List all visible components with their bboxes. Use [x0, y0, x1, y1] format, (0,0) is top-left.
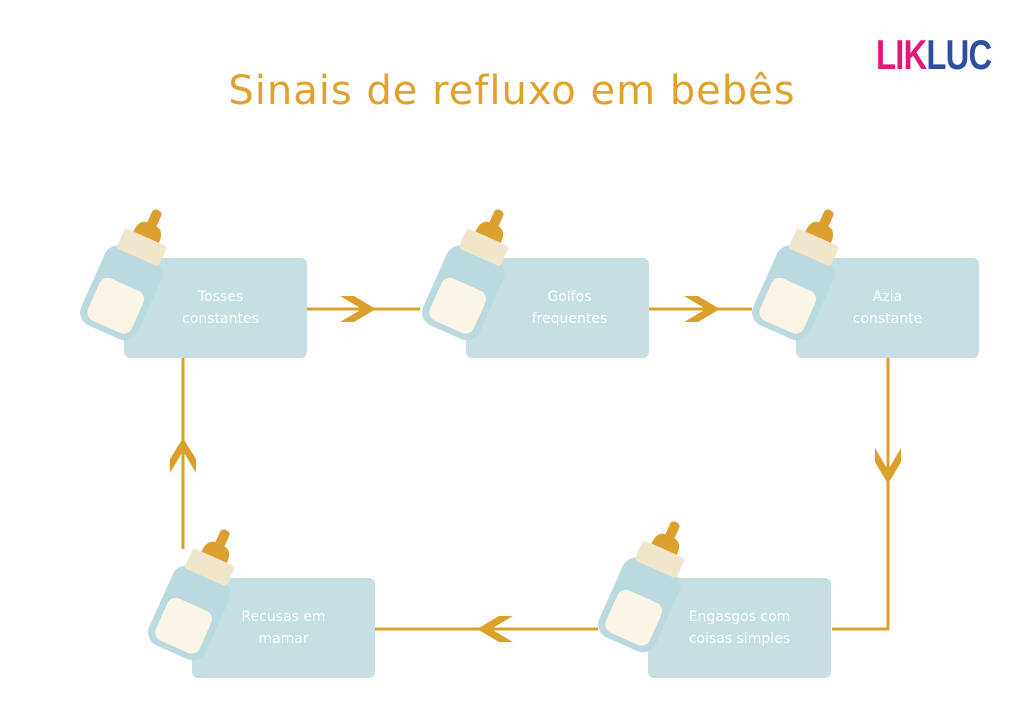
step-label: Azia constante: [853, 286, 922, 330]
step-label: Engasgos com coisas simples: [689, 606, 791, 650]
arrow-right-icon: [340, 296, 376, 322]
step-label-line: constantes: [182, 311, 259, 327]
baby-bottle-icon: [148, 529, 235, 661]
baby-bottle-icon: [80, 209, 167, 341]
baby-bottle-icon: [752, 209, 839, 341]
step-box-azia: Azia constante: [796, 258, 979, 358]
arrow-up-icon: [170, 438, 196, 473]
page-title: Sinais de refluxo em bebês: [228, 68, 796, 114]
connector-3-4: [832, 358, 890, 631]
step-label: Tosses constantes: [172, 286, 259, 330]
step-label-line: frequentes: [531, 311, 608, 327]
step-box-tosses: Tosses constantes: [124, 258, 307, 358]
baby-bottle-icon: [598, 521, 685, 653]
step-label: Golfos frequentes: [508, 286, 608, 330]
baby-bottle-icon: [422, 209, 509, 341]
step-label-line: Golfos: [547, 289, 592, 305]
step-label-line: coisas simples: [688, 631, 791, 647]
logo-part-luc: LUC: [926, 31, 992, 78]
arrow-left-icon: [477, 616, 513, 642]
arrow-down-icon: [875, 448, 901, 484]
step-label: Recusas em mamar: [241, 606, 325, 650]
step-label-line: Engasgos com: [688, 609, 791, 625]
step-label-line: Azia: [872, 289, 903, 305]
step-label-line: constante: [852, 311, 923, 327]
step-label-line: mamar: [258, 631, 309, 647]
step-label-line: Tosses: [197, 289, 244, 305]
arrow-right-icon: [684, 296, 720, 322]
step-label-line: Recusas em: [241, 609, 326, 625]
step-box-golfos: Golfos frequentes: [466, 258, 649, 358]
brand-logo: LIKLUC: [876, 31, 992, 78]
logo-part-lik: LIK: [876, 31, 927, 78]
step-box-engasgos: Engasgos com coisas simples: [648, 578, 831, 678]
